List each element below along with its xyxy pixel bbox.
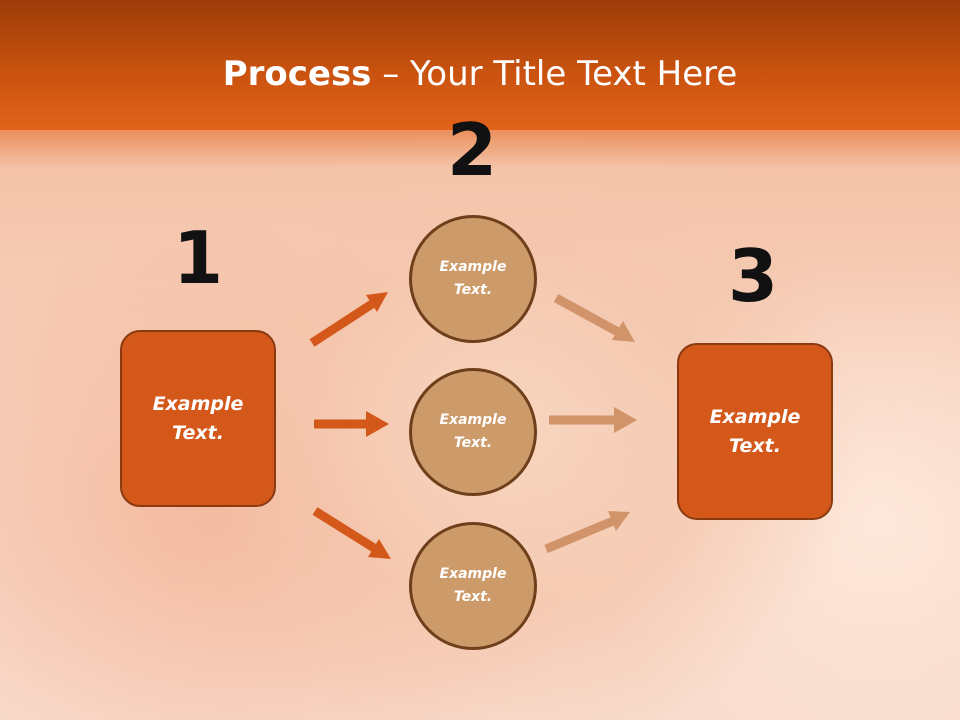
arrow-top-to-right — [553, 294, 635, 342]
circle-top: Example Text. — [409, 215, 537, 343]
circle-bottom-text: Example Text. — [439, 566, 507, 605]
step-number-1: 1 — [172, 216, 224, 300]
arrow-left-to-bottom — [312, 507, 391, 559]
left-box-text: Example Text. — [152, 392, 244, 444]
arrow-bottom-to-right — [544, 511, 630, 554]
circle-middle-text: Example Text. — [439, 412, 507, 451]
arrow-left-to-top — [309, 292, 388, 347]
right-box: Example Text. — [677, 343, 833, 520]
title-bar-fade — [0, 128, 960, 168]
circle-top-text: Example Text. — [439, 259, 507, 298]
slide-title: Process – Your Title Text Here — [0, 52, 960, 96]
right-box-text: Example Text. — [709, 405, 801, 457]
circle-middle: Example Text. — [409, 368, 537, 496]
circle-bottom: Example Text. — [409, 522, 537, 650]
arrow-middle-to-right — [549, 407, 637, 433]
left-box: Example Text. — [120, 330, 276, 507]
title-bar — [0, 0, 960, 130]
step-number-2: 2 — [446, 108, 498, 192]
title-bold: Process — [222, 54, 372, 94]
title-rest: – Your Title Text Here — [371, 54, 738, 94]
step-number-3: 3 — [727, 234, 779, 318]
arrow-left-to-middle — [314, 411, 389, 437]
